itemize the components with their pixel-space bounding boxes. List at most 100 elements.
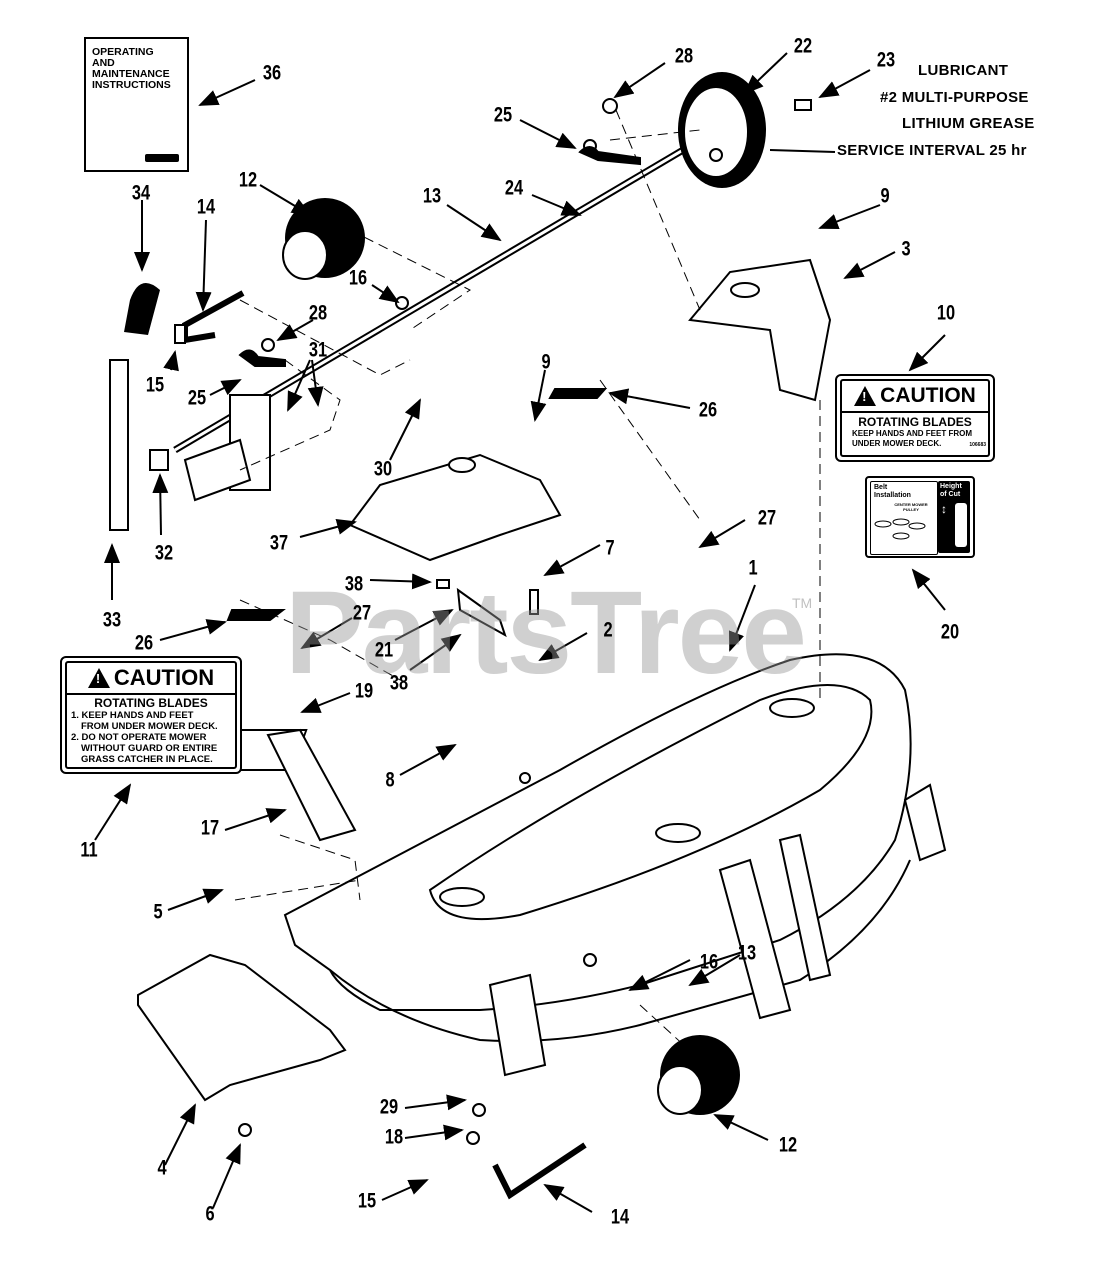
height-positions-icon — [955, 503, 967, 547]
callout-28[interactable]: 28 — [674, 44, 694, 68]
callout-12[interactable]: 12 — [238, 168, 258, 192]
callout-25[interactable]: 25 — [493, 103, 513, 127]
manual-title-line: INSTRUCTIONS — [92, 79, 171, 91]
caution-decal-10: CAUTION ROTATING BLADES KEEP HANDS AND F… — [835, 374, 995, 462]
hoc-title-line: of Cut — [940, 491, 961, 498]
callout-24[interactable]: 24 — [504, 176, 524, 200]
deck-hitch-brackets — [266, 728, 947, 1077]
manual-title: OPERATING AND MAINTENANCE INSTRUCTIONS — [92, 47, 171, 91]
pulley-caption: CENTER MOWER PULLEY — [894, 502, 928, 512]
pulley-cover — [348, 258, 832, 562]
callout-19[interactable]: 19 — [354, 679, 374, 703]
callout-18[interactable]: 18 — [384, 1125, 404, 1149]
callout-37[interactable]: 37 — [269, 531, 289, 555]
caution-line: WITHOUT GUARD OR ENTIRE — [81, 743, 218, 754]
lever-pin — [182, 290, 245, 344]
callout-5[interactable]: 5 — [153, 900, 163, 924]
belt-title-line: Belt — [874, 484, 888, 491]
callout-leaders — [94, 52, 946, 1213]
brand-logo-icon — [145, 154, 179, 162]
belt-installation-title: Belt Installation — [871, 482, 937, 502]
callout-3[interactable]: 3 — [901, 237, 911, 261]
height-of-cut-panel: Height of Cut ↕ — [938, 481, 970, 553]
callout-14[interactable]: 14 — [196, 195, 216, 219]
caution-line: 2. DO NOT OPERATE MOWER — [71, 732, 207, 743]
callout-23[interactable]: 23 — [876, 48, 896, 72]
callout-28[interactable]: 28 — [308, 301, 328, 325]
callout-27[interactable]: 27 — [352, 601, 372, 625]
callout-29[interactable]: 29 — [379, 1095, 399, 1119]
callout-30[interactable]: 30 — [373, 457, 393, 481]
callout-20[interactable]: 20 — [940, 620, 960, 644]
belt-routing-icon — [874, 518, 926, 540]
callout-8[interactable]: 8 — [385, 768, 395, 792]
lubricant-label: LUBRICANT — [918, 62, 1009, 79]
service-interval: SERVICE INTERVAL 25 hr — [837, 142, 1027, 159]
up-down-arrow-icon: ↕ — [941, 502, 947, 516]
callout-6[interactable]: 6 — [205, 1202, 215, 1226]
callout-27[interactable]: 27 — [757, 506, 777, 530]
callout-32[interactable]: 32 — [154, 541, 174, 565]
callout-34[interactable]: 34 — [131, 181, 151, 205]
belt-height-decal-20: Belt Installation CENTER MOWER PULLEY He… — [865, 476, 975, 558]
lever-pin — [492, 1142, 587, 1200]
grass-guard — [137, 953, 347, 1102]
roller — [282, 198, 740, 1115]
callout-2[interactable]: 2 — [603, 618, 613, 642]
height-of-cut-title: Height of Cut — [938, 481, 970, 501]
callout-38[interactable]: 38 — [389, 671, 409, 695]
lubricant-type: #2 MULTI-PURPOSE — [880, 89, 1029, 106]
callout-26[interactable]: 26 — [698, 398, 718, 422]
caution-subheading: ROTATING BLADES — [858, 415, 972, 429]
wheel — [678, 72, 766, 188]
callout-13[interactable]: 13 — [737, 941, 757, 965]
hoc-title-line: Height — [940, 483, 962, 490]
caution-line: 1. KEEP HANDS AND FEET — [71, 710, 194, 721]
caution-line: FROM UNDER MOWER DECK. — [81, 721, 218, 732]
belt-title-line: Installation — [874, 492, 911, 499]
callout-16[interactable]: 16 — [699, 950, 719, 974]
caution-line: KEEP HANDS AND FEET FROM — [852, 429, 973, 438]
callout-15[interactable]: 15 — [145, 373, 165, 397]
callout-11[interactable]: 11 — [80, 838, 98, 862]
callout-33[interactable]: 33 — [102, 608, 122, 632]
manual-title-line: MAINTENANCE — [92, 68, 170, 80]
caution-line: GRASS CATCHER IN PLACE. — [81, 754, 213, 765]
callout-13[interactable]: 13 — [422, 184, 442, 208]
service-interval-leader — [770, 149, 836, 153]
caution-text: CAUTION — [880, 384, 976, 407]
caution-text: CAUTION — [113, 665, 215, 690]
callout-15[interactable]: 15 — [357, 1189, 377, 1213]
callout-16[interactable]: 16 — [348, 266, 368, 290]
callout-38[interactable]: 38 — [344, 572, 364, 596]
callout-36[interactable]: 36 — [262, 61, 282, 85]
belt-installation-panel: Belt Installation CENTER MOWER PULLEY — [870, 481, 938, 555]
manual-title-line: AND — [92, 57, 115, 69]
lubricant-grease: LITHIUM GREASE — [902, 115, 1035, 132]
callout-25[interactable]: 25 — [187, 386, 207, 410]
callout-9[interactable]: 9 — [541, 350, 551, 374]
callout-9[interactable]: 9 — [880, 184, 890, 208]
caution-subheading: ROTATING BLADES — [94, 696, 208, 710]
callout-31[interactable]: 31 — [308, 338, 328, 362]
caution-body: KEEP HANDS AND FEET FROM UNDER MOWER DEC… — [842, 429, 988, 450]
callout-1[interactable]: 1 — [748, 556, 758, 580]
operating-manual: OPERATING AND MAINTENANCE INSTRUCTIONS — [84, 37, 189, 172]
callout-21[interactable]: 21 — [374, 638, 394, 662]
callout-7[interactable]: 7 — [605, 536, 615, 560]
callout-26[interactable]: 26 — [134, 631, 154, 655]
callout-12[interactable]: 12 — [778, 1133, 798, 1157]
caution-body: 1. KEEP HANDS AND FEET FROM UNDER MOWER … — [67, 710, 235, 765]
callout-17[interactable]: 17 — [200, 816, 220, 840]
callout-22[interactable]: 22 — [793, 34, 813, 58]
warning-triangle-icon — [854, 386, 877, 406]
front-axle-assembly — [109, 136, 702, 531]
warning-triangle-icon — [87, 668, 110, 688]
callout-10[interactable]: 10 — [936, 301, 956, 325]
grip — [124, 282, 160, 335]
callout-4[interactable]: 4 — [157, 1156, 167, 1180]
callout-14[interactable]: 14 — [610, 1205, 630, 1229]
watermark: PartsTree — [285, 567, 807, 699]
